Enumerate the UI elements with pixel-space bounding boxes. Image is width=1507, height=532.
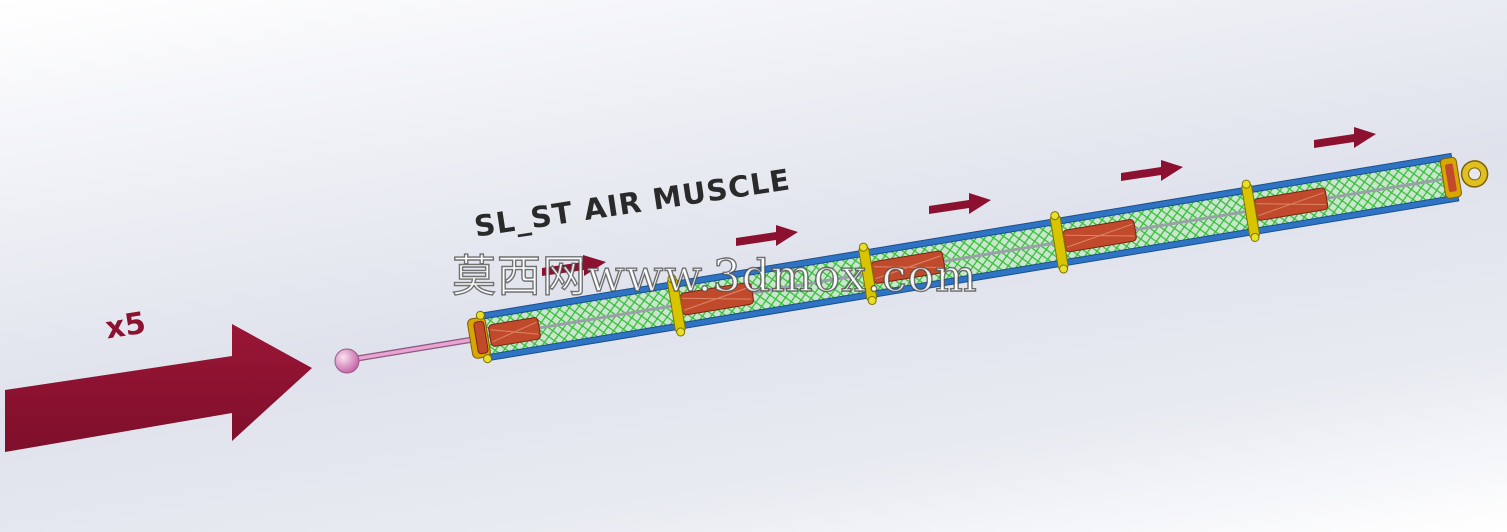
rod-ball-icon[interactable]: [334, 348, 360, 374]
small-arrow-icon: [929, 193, 991, 214]
air-muscle-assembly[interactable]: [465, 141, 1492, 370]
multiplier-label: x5: [103, 305, 149, 347]
ring-fitting-icon[interactable]: [1439, 152, 1491, 199]
left-end-cap: [467, 310, 492, 364]
motion-arrows: [542, 127, 1376, 276]
muscle-segments: [488, 187, 1329, 347]
small-arrow-icon: [1121, 160, 1183, 181]
clamp-rings: [666, 179, 1260, 337]
large-arrow-icon: [5, 324, 312, 452]
small-arrow-icon: [1314, 127, 1376, 148]
small-arrow-icon: [542, 255, 606, 276]
watermark: 莫西网www.3dmox.com: [451, 250, 978, 302]
small-arrow-icon: [736, 225, 798, 246]
